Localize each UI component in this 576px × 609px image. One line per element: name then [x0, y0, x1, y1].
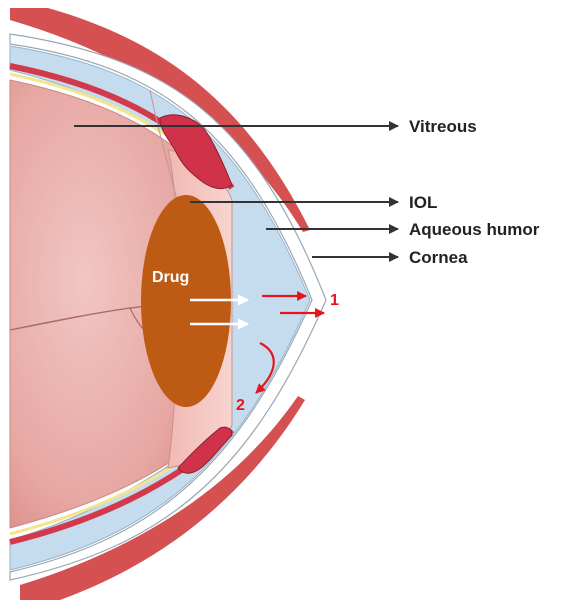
path1-label: 1: [330, 292, 339, 309]
aqueous-label: Aqueous humor: [409, 220, 540, 239]
iol-label: IOL: [409, 193, 437, 212]
drug-label: Drug: [152, 269, 189, 286]
cornea-label: Cornea: [409, 248, 468, 267]
vitreous-label: Vitreous: [409, 117, 477, 136]
path2-label: 2: [236, 397, 245, 414]
